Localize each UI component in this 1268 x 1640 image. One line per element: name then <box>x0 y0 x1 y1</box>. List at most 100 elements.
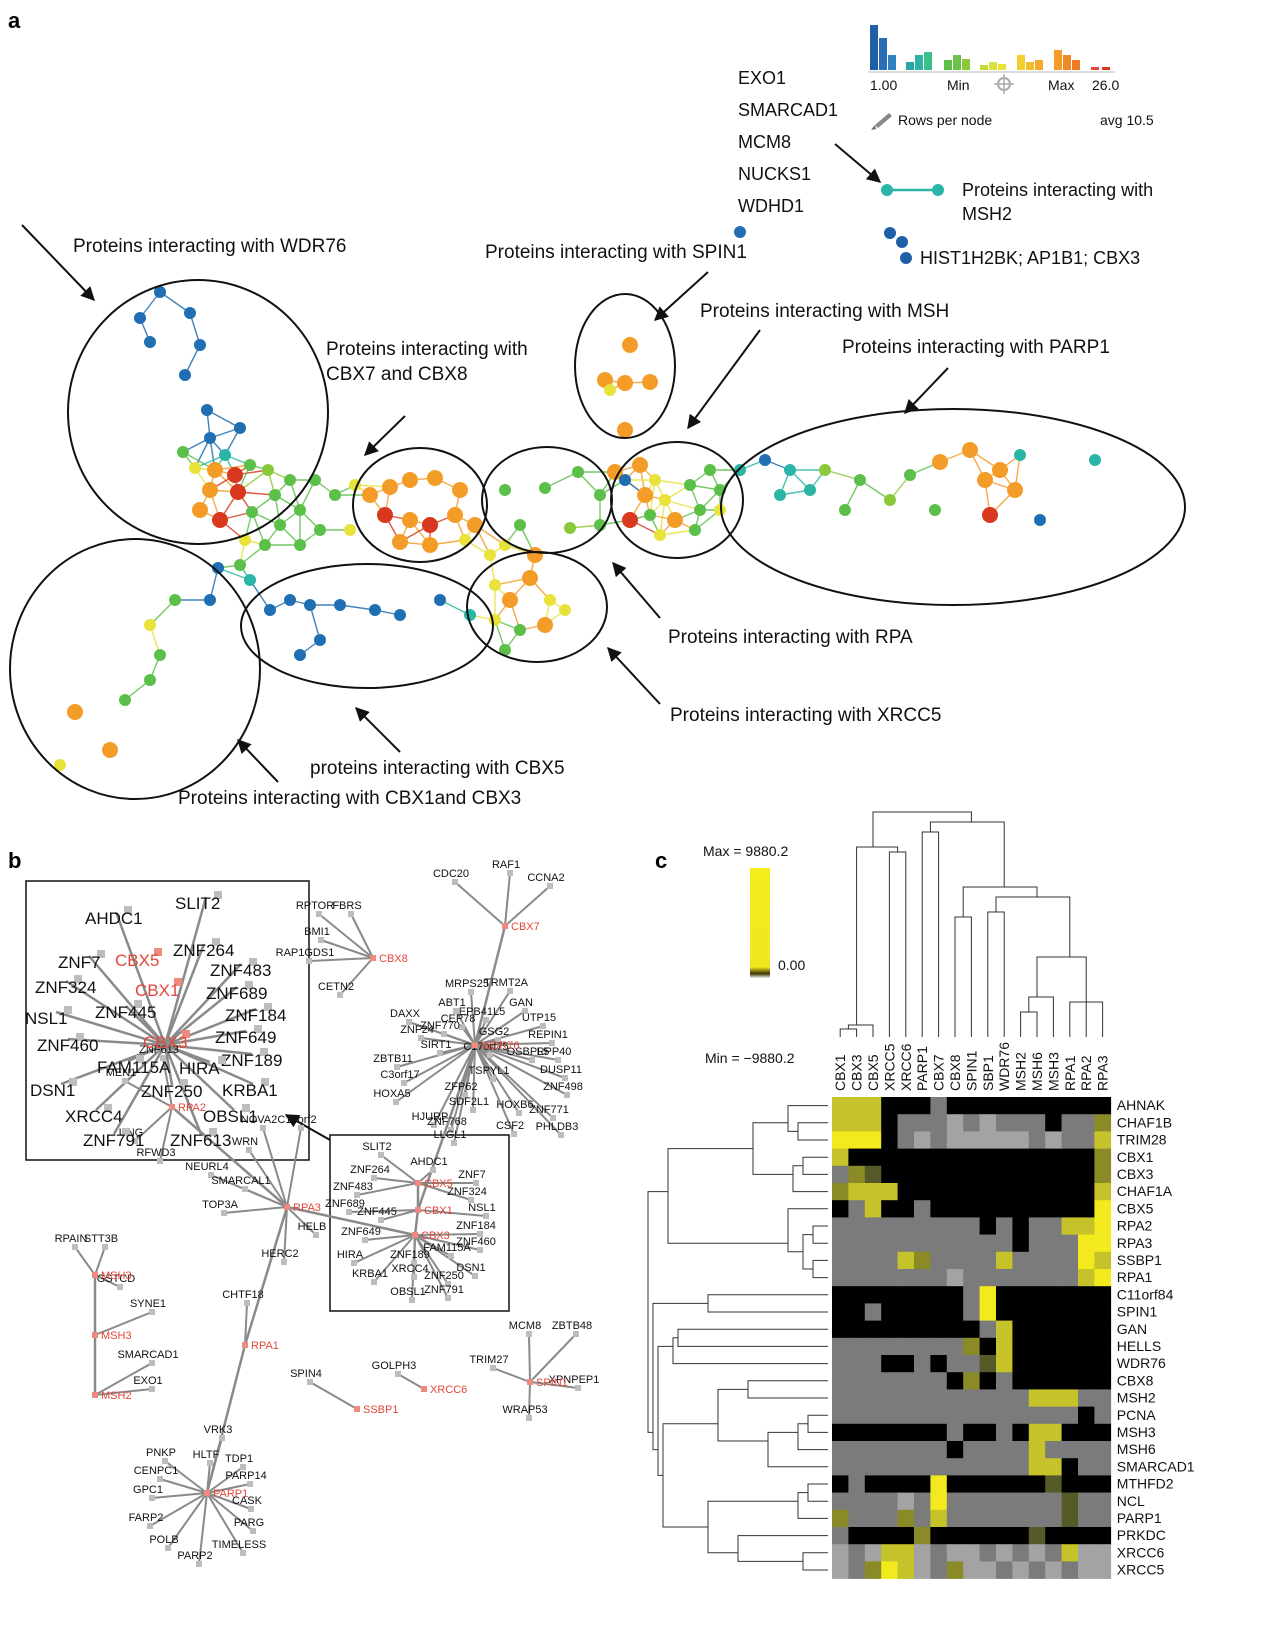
heatmap-cell <box>864 1458 882 1476</box>
gene-edge <box>403 1044 476 1084</box>
gene-label: DSN1 <box>456 1262 485 1274</box>
heatmap-cell <box>848 1251 866 1270</box>
heatmap-cell <box>881 1234 898 1253</box>
heatmap-cell <box>1078 1131 1095 1149</box>
heatmap-cell <box>1012 1217 1030 1235</box>
heatmap-cell <box>1045 1200 1062 1218</box>
heatmap-row-label: CHAF1B <box>1117 1114 1172 1130</box>
dendrogram-branch <box>802 1234 813 1270</box>
network-node <box>929 504 941 516</box>
heatmap-cell <box>979 1337 997 1356</box>
heatmap-cell <box>946 1303 964 1321</box>
heatmap-cell <box>930 1097 948 1115</box>
heatmap-cell <box>946 1251 964 1270</box>
gene-node <box>244 1300 250 1306</box>
heatmap-column-label: SPIN1 <box>963 1050 979 1091</box>
gene-label: PARP14 <box>225 1470 266 1482</box>
network-node <box>314 634 326 646</box>
heatmap-cell <box>1045 1148 1062 1167</box>
heatmap-cell <box>881 1423 898 1442</box>
legend-pair-label-1: Proteins interacting with <box>962 180 1153 200</box>
legend-list-item-wdhd1: WDHD1 <box>738 196 804 216</box>
hub-node <box>527 1379 533 1385</box>
heatmap-cell <box>832 1234 849 1253</box>
heatmap-cell <box>864 1217 882 1235</box>
heatmap-cell <box>1028 1406 1046 1425</box>
heatmap-cell <box>1094 1561 1112 1579</box>
hub-label: CBX3 <box>421 1230 450 1242</box>
heatmap-cell <box>996 1148 1013 1167</box>
gene-label: GAN <box>509 997 533 1009</box>
heatmap-cell <box>996 1389 1013 1407</box>
dendrogram-branch <box>839 1028 858 1037</box>
network-node <box>459 534 471 546</box>
heatmap-cell <box>848 1475 866 1493</box>
gene-edge <box>364 1234 416 1241</box>
heatmap-cell <box>914 1131 931 1149</box>
heatmap-cell <box>1094 1217 1112 1235</box>
heatmap-cell <box>848 1544 866 1562</box>
heatmap-cell <box>1028 1441 1046 1459</box>
heatmap-cell <box>1012 1269 1030 1287</box>
heatmap-cell <box>914 1475 931 1493</box>
heatmap-cell <box>914 1441 931 1459</box>
cluster-cbx7-cbx8 <box>352 447 488 563</box>
heatmap-cell <box>881 1544 898 1562</box>
gene-label: CSF2 <box>496 1120 524 1132</box>
gene-node <box>507 988 513 994</box>
heatmap-column-label: WDR76 <box>996 1042 1012 1091</box>
heatmap-cell <box>930 1406 948 1425</box>
network-node <box>284 474 296 486</box>
legend-avg: avg 10.5 <box>1100 112 1154 128</box>
heatmap-cell <box>1045 1389 1062 1407</box>
gene-label: SDF2L1 <box>449 1096 489 1108</box>
legend-max-label: Max <box>1048 77 1074 93</box>
cluster-spin1 <box>574 293 676 439</box>
heatmap-cell <box>1078 1492 1095 1511</box>
heatmap-cell <box>946 1509 964 1528</box>
heatmap-cell <box>1061 1286 1079 1304</box>
heatmap-column-label: CBX5 <box>865 1054 881 1091</box>
hub-label: CBX7 <box>511 921 540 933</box>
network-edge <box>824 469 861 481</box>
heatmap-cell <box>832 1544 849 1562</box>
dendrogram-branch <box>802 1552 828 1571</box>
inset-gene-label: HIRA <box>179 1059 220 1078</box>
heatmap-cell <box>1078 1165 1095 1184</box>
network-node <box>201 404 213 416</box>
heatmap-cell <box>914 1527 931 1545</box>
heatmap-cell <box>897 1372 915 1390</box>
dendrogram-branch <box>667 1148 788 1244</box>
inset-edge <box>164 1029 247 1047</box>
heatmap-cell <box>848 1492 866 1511</box>
heatmap-cell <box>930 1165 948 1184</box>
gene-label: POLB <box>149 1534 178 1546</box>
gene-label: XRCC4 <box>391 1263 428 1275</box>
gene-node <box>507 870 513 876</box>
heatmap-cell <box>1078 1097 1095 1115</box>
heatmap-cell <box>1028 1320 1046 1339</box>
heatmap-cell <box>1094 1251 1112 1270</box>
heatmap-cell <box>881 1389 898 1407</box>
heatmap-cell <box>1061 1372 1079 1390</box>
dendrogram-branch <box>797 1122 828 1141</box>
network-edge <box>249 579 271 611</box>
heatmap-cell <box>1028 1509 1046 1528</box>
heatmap-cell <box>930 1269 948 1287</box>
heatmap-cell <box>1045 1372 1062 1390</box>
network-node <box>382 479 398 495</box>
heatmap-cell <box>946 1131 964 1149</box>
heatmap-cells <box>832 1097 1112 1579</box>
network-node <box>537 617 553 633</box>
heatmap-cell <box>963 1286 980 1304</box>
gene-label: MCM8 <box>509 1320 541 1332</box>
heatmap-cell <box>1028 1337 1046 1356</box>
gene-label: ZNF445 <box>357 1206 397 1218</box>
network-node <box>467 517 483 533</box>
heatmap-cell <box>979 1183 997 1201</box>
heatmap-cell <box>832 1148 849 1167</box>
heatmap-cell <box>848 1406 866 1425</box>
heatmap-cell <box>832 1475 849 1493</box>
gene-label: NOVA2 <box>241 1114 277 1126</box>
